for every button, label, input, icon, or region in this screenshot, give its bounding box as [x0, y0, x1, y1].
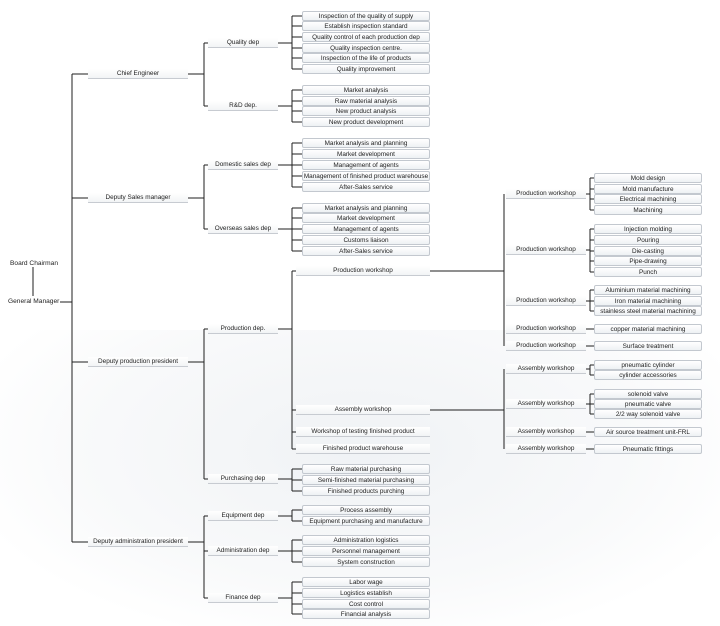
item-box: Quality control of each production dep — [302, 32, 430, 42]
workshop-node: Production workshop — [506, 245, 586, 255]
department-node: Purchasing dep — [208, 474, 278, 484]
workshop-node: Assembly workshop — [506, 444, 586, 454]
item-box: New product development — [302, 117, 430, 127]
subunit-node: Production workshop — [296, 266, 430, 276]
workshop-item-box: pneumatic valve — [594, 399, 702, 409]
item-box: Equipment purchasing and manufacture — [302, 516, 430, 526]
item-box: System construction — [302, 557, 430, 567]
workshop-node: Production workshop — [506, 189, 586, 199]
workshop-item-box: Pneumatic fittings — [594, 444, 702, 454]
item-box: Management of agents — [302, 224, 430, 234]
workshop-node: Assembly workshop — [506, 364, 586, 374]
workshop-item-box: Surface treatment — [594, 341, 702, 351]
item-box: Labor wage — [302, 577, 430, 587]
department-node: Finance dep — [208, 593, 278, 603]
item-box: After-Sales service — [302, 182, 430, 192]
item-box: Personnel management — [302, 546, 430, 556]
department-node: Domestic sales dep — [208, 160, 278, 170]
workshop-node: Assembly workshop — [506, 427, 586, 437]
workshop-item-box: Pouring — [594, 235, 702, 245]
item-box: Process assembly — [302, 505, 430, 515]
workshop-item-box: Injection molding — [594, 224, 702, 234]
workshop-item-box: stainless steel material machining — [594, 306, 702, 316]
item-box: Raw material purchasing — [302, 464, 430, 474]
item-box: New product analysis — [302, 106, 430, 116]
workshop-item-box: solenoid valve — [594, 389, 702, 399]
subunit-node: Workshop of testing finished product — [296, 427, 430, 437]
item-box: Management of agents — [302, 160, 430, 170]
subunit-node: Finished product warehouse — [296, 444, 430, 454]
branch-node: Deputy administration president — [88, 537, 188, 547]
item-box: Quality improvement — [302, 64, 430, 74]
department-node: Administration dep — [208, 546, 278, 556]
item-box: Customs liaison — [302, 235, 430, 245]
item-box: Semi-finished material purchasing — [302, 475, 430, 485]
workshop-item-box: pneumatic cylinder — [594, 360, 702, 370]
workshop-item-box: Electrical machining — [594, 194, 702, 204]
workshop-node: Assembly workshop — [506, 399, 586, 409]
workshop-node: Production workshop — [506, 324, 586, 334]
workshop-item-box: Iron material machining — [594, 296, 702, 306]
workshop-item-box: Air source treatment unit-FRL — [594, 427, 702, 437]
item-box: Administration logistics — [302, 535, 430, 545]
subunit-node: Assembly workshop — [296, 405, 430, 415]
workshop-item-box: Die-casting — [594, 246, 702, 256]
item-box: Financial analysis — [302, 609, 430, 619]
department-node: Equipment dep — [208, 511, 278, 521]
department-node: Production dep. — [208, 324, 278, 334]
board-chairman-label: Board Chairman — [10, 260, 59, 267]
item-box: Quality inspection centre. — [302, 43, 430, 53]
workshop-item-box: 2/2 way solenoid valve — [594, 409, 702, 419]
branch-node: Deputy production president — [88, 357, 188, 367]
branch-node: Chief Engineer — [88, 69, 188, 79]
workshop-item-box: Pipe-drawing — [594, 256, 702, 266]
item-box: Management of finished product warehouse — [302, 171, 430, 181]
general-manager-label: General Manager — [8, 298, 60, 305]
workshop-item-box: cylinder accessories — [594, 370, 702, 380]
item-box: After-Sales service — [302, 246, 430, 256]
item-box: Logistics establish — [302, 588, 430, 598]
item-box: Raw material analysis — [302, 96, 430, 106]
workshop-node: Production workshop — [506, 296, 586, 306]
item-box: Inspection of the quality of supply — [302, 11, 430, 21]
department-node: Overseas sales dep — [208, 224, 278, 234]
workshop-item-box: Aluminium material machining — [594, 285, 702, 295]
workshop-item-box: Punch — [594, 267, 702, 277]
item-box: Establish inspection standard — [302, 21, 430, 31]
item-box: Market analysis and planning — [302, 138, 430, 148]
department-node: Quality dep — [208, 38, 278, 48]
workshop-node: Production workshop — [506, 341, 586, 351]
item-box: Market analysis — [302, 85, 430, 95]
department-node: R&D dep. — [208, 101, 278, 111]
item-box: Market development — [302, 149, 430, 159]
item-box: Finished products purching — [302, 486, 430, 496]
workshop-item-box: Machining — [594, 205, 702, 215]
item-box: Inspection of the life of products — [302, 53, 430, 63]
item-box: Cost control — [302, 599, 430, 609]
branch-node: Deputy Sales manager — [88, 193, 188, 203]
workshop-item-box: Mold manufacture — [594, 184, 702, 194]
workshop-item-box: Mold design — [594, 173, 702, 183]
item-box: Market development — [302, 213, 430, 223]
workshop-item-box: copper material machining — [594, 324, 702, 334]
item-box: Market analysis and planning — [302, 203, 430, 213]
